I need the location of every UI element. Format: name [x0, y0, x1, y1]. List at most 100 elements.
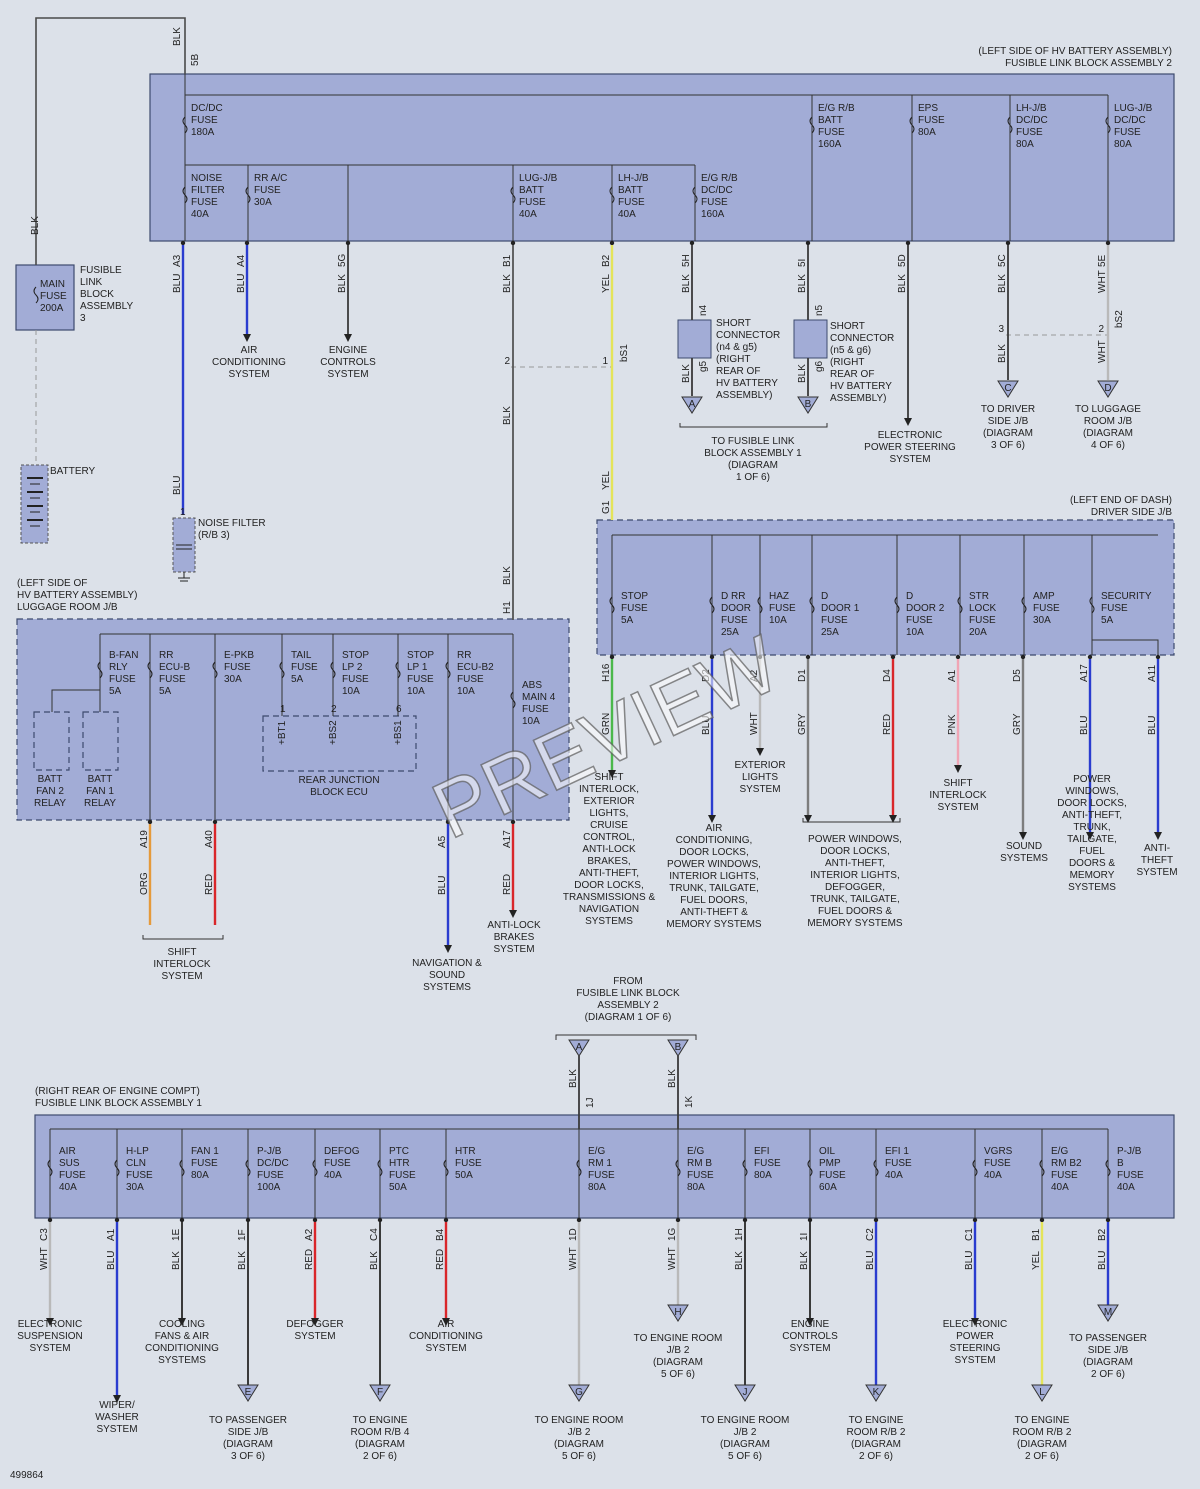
djb-arrow-6 — [954, 765, 962, 773]
rear-ecu-pin-1: 1 — [280, 704, 286, 715]
djb-fuse-icon-8 — [1089, 596, 1095, 614]
bottom-dest-8-line-2: J/B 2 — [568, 1427, 591, 1438]
bottom-dest-11-line-3: SYSTEM — [789, 1343, 830, 1354]
short-connector-1-label-line-4: (RIGHT — [716, 354, 750, 365]
bottom-dest-10-line-4: 5 OF 6) — [728, 1451, 762, 1462]
lug-dest-shift-line-2: INTERLOCK — [153, 959, 211, 970]
bottom-dest-13-line-1: ELECTRONIC — [943, 1319, 1007, 1330]
bottom-terminal-12 — [873, 1217, 879, 1223]
bottom-fuse-label-3-line-3: 80A — [191, 1170, 209, 1181]
top-fuse-label-6-line-3: FUSE — [191, 197, 218, 208]
bottom-fuse-label-5-line-3: 40A — [324, 1170, 342, 1181]
bottom-dest-7-line-1: AIR — [438, 1319, 455, 1330]
djb-dest-ac-line-8: ANTI-THEFT & — [680, 907, 748, 918]
pin-1-b2: 1 — [602, 356, 608, 367]
djb-dest-anti-theft-line-2: THEFT — [1141, 855, 1173, 866]
bottom-arrow-5 — [311, 1318, 319, 1326]
bottom-pin-9: 1G — [667, 1227, 678, 1241]
top-fuse-label-7-line-1: RR A/C — [254, 173, 287, 184]
bottom-fuse-label-11-line-4: 60A — [819, 1182, 837, 1193]
top-fuse-label-9-line-2: BATT — [618, 185, 643, 196]
bottom-connector-m — [1097, 1304, 1119, 1322]
bottom-fuse-label-7-line-3: 50A — [455, 1170, 473, 1181]
short-connector-2-label-line-1: SHORT — [830, 321, 865, 332]
djb-arrow-1 — [608, 770, 616, 778]
djb-pin-3: A2 — [749, 669, 760, 682]
djb-fuse-icon-4 — [809, 596, 815, 614]
djb-fuse-label-7-line-2: FUSE — [1033, 603, 1060, 614]
bottom-fuse-label-15-line-2: B — [1117, 1158, 1124, 1169]
main-fuse-label: MAIN FUSE 200A — [40, 279, 67, 314]
connector-b-top — [797, 396, 819, 414]
lug-dest-nav-line-3: SYSTEMS — [423, 982, 471, 993]
bottom-dest-8-line-4: 5 OF 6) — [562, 1451, 596, 1462]
bottom-dest-9-line-4: 5 OF 6) — [661, 1369, 695, 1380]
lug-arrow-nav — [444, 945, 452, 953]
top-fuse-label-2-line-2: BATT — [818, 115, 843, 126]
connector-b-top-letter: B — [805, 399, 812, 410]
bottom-dest-1-line-3: SYSTEM — [29, 1343, 70, 1354]
conn-c-color: BLK — [997, 344, 1008, 363]
bottom-connector-g — [568, 1384, 590, 1402]
pin-2-d: 2 — [1098, 324, 1104, 335]
djb-dest-power-line-7: FUEL — [1079, 846, 1105, 857]
bottom-color-8: WHT — [568, 1247, 579, 1270]
bottom-dest-6-line-3: (DIAGRAM — [355, 1439, 405, 1450]
connector-a-top — [681, 396, 703, 414]
bottom-dest-9-line-1: TO ENGINE ROOM — [634, 1333, 723, 1344]
bottom-fuse-label-6-line-3: FUSE — [389, 1170, 416, 1181]
sc1-out-color: BLK — [681, 364, 692, 383]
bottom-dest-15-line-4: 2 OF 6) — [1091, 1369, 1125, 1380]
bottom-terminal-15 — [1105, 1217, 1111, 1223]
top-fuse-icon-6 — [182, 186, 188, 204]
top-fuse-label-9-line-3: FUSE — [618, 197, 645, 208]
bottom-fuse-icon-4 — [245, 1159, 251, 1177]
bottom-fuse-label-8-line-1: E/G — [588, 1146, 605, 1157]
bottom-connector-l — [1031, 1384, 1053, 1402]
bottom-fuse-label-9-line-3: FUSE — [687, 1170, 714, 1181]
djb-pin-2: D2 — [701, 669, 712, 682]
djb-pin-1: H16 — [601, 663, 612, 682]
pin-3: 3 — [998, 324, 1004, 335]
top-dest-luggage-jb-line-3: (DIAGRAM — [1083, 428, 1133, 439]
djb-color-2: BLU — [701, 716, 712, 735]
bottom-color-6: BLK — [369, 1251, 380, 1270]
arrow-air-cond — [243, 334, 251, 342]
bottom-dest-10-line-2: J/B 2 — [734, 1427, 757, 1438]
bottom-pin-3: 1E — [171, 1228, 182, 1241]
bottom-color-9: WHT — [667, 1247, 678, 1270]
djb-dest-ac-line-1: AIR — [706, 823, 723, 834]
lug-fuse-label-4-line-2: FUSE — [291, 662, 318, 673]
bottom-terminal-14 — [1039, 1217, 1045, 1223]
bottom-dest-15-line-2: SIDE J/B — [1088, 1345, 1129, 1356]
bottom-dest-9-line-2: J/B 2 — [667, 1345, 690, 1356]
top-wire-terminal-5 — [609, 240, 615, 246]
djb-dest-exterior-line-2: LIGHTS — [742, 772, 778, 783]
bottom-fuse-label-6-line-2: HTR — [389, 1158, 410, 1169]
lug-relay-branch-1 — [51, 689, 100, 712]
bottom-fuse-label-15-line-4: 40A — [1117, 1182, 1135, 1193]
djb-fuse-icon-2 — [709, 596, 715, 614]
bottom-dest-7-line-2: CONDITIONING — [409, 1331, 483, 1342]
rear-ecu-label-1: REAR JUNCTION — [298, 775, 379, 786]
bottom-fuse-label-7-line-1: HTR — [455, 1146, 476, 1157]
bottom-dest-14-line-3: (DIAGRAM — [1017, 1439, 1067, 1450]
top-wire-terminal-4 — [510, 240, 516, 246]
b1-color-2: BLK — [502, 406, 513, 425]
lug-fuse-label-2-line-1: RR — [159, 650, 173, 661]
lug-fuse-label-8-line-1: ABS — [522, 680, 542, 691]
bottom-fuse-label-14-line-4: 40A — [1051, 1182, 1069, 1193]
djb-dest-shift-interlock-line-2: INTERLOCK — [929, 790, 987, 801]
lug-dest-abs-line-3: SYSTEM — [493, 944, 534, 955]
top-wire-color-1: BLU — [172, 274, 183, 293]
lug-fuse-icon-5 — [330, 661, 336, 679]
bottom-fuse-label-8-line-2: RM 1 — [588, 1158, 612, 1169]
djb-pin-8: A17 — [1079, 664, 1090, 682]
top-wire-color-2: BLU — [236, 274, 247, 293]
djb-fuse-label-7-line-1: AMP — [1033, 591, 1055, 602]
bottom-fuse-label-4-line-1: P-J/B — [257, 1146, 282, 1157]
bottom-color-15: BLU — [1097, 1251, 1108, 1270]
bottom-dest-3-line-1: COOLING — [159, 1319, 205, 1330]
djb-fuse-label-3-line-2: FUSE — [769, 603, 796, 614]
sc1-pin-in: n4 — [698, 304, 709, 316]
